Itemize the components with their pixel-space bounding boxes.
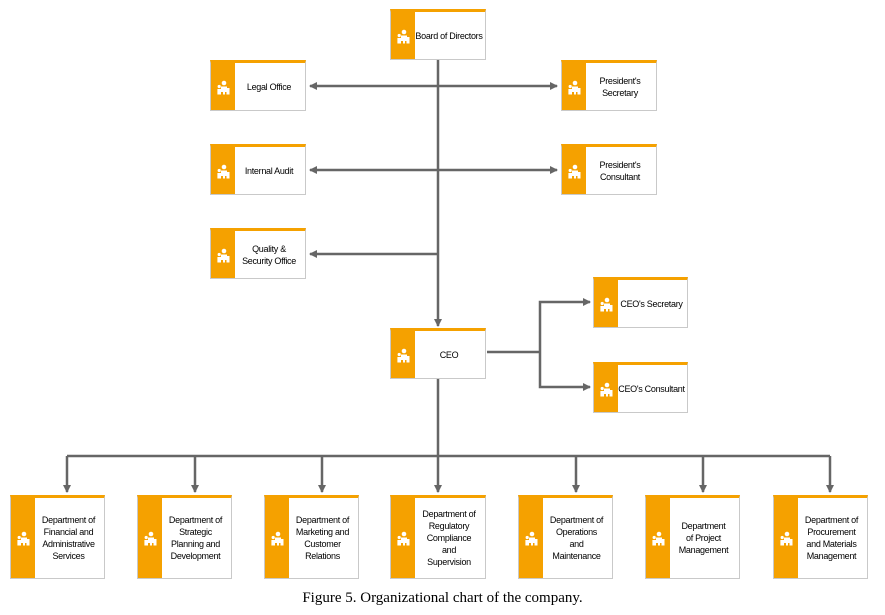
node-label: President's Consultant bbox=[599, 159, 641, 182]
figure-caption: Figure 5. Organizational chart of the co… bbox=[302, 590, 583, 606]
node-internal-audit[interactable]: Internal Audit bbox=[210, 144, 306, 195]
node-label: Board of Directors bbox=[415, 30, 483, 41]
node-dept-strategic-planning[interactable]: Department of Strategic Planning and Dev… bbox=[137, 495, 232, 579]
node-legal-office[interactable]: Legal Office bbox=[210, 60, 306, 111]
node-label: Department of Marketing and Customer Rel… bbox=[295, 515, 350, 561]
org-person-icon bbox=[774, 498, 798, 578]
node-label: Quality & Security Office bbox=[242, 243, 296, 266]
org-person-icon bbox=[562, 63, 586, 110]
node-label: CEO's Secretary bbox=[620, 298, 683, 309]
node-dept-project-management[interactable]: Department of Project Management bbox=[645, 495, 740, 579]
node-label: Department of Strategic Planning and Dev… bbox=[168, 515, 223, 561]
node-dept-operations[interactable]: Department of Operations and Maintenance bbox=[518, 495, 613, 579]
node-label: CEO's Consultant bbox=[618, 383, 685, 394]
org-person-icon bbox=[391, 498, 415, 578]
node-dept-marketing[interactable]: Department of Marketing and Customer Rel… bbox=[264, 495, 359, 579]
node-label: Internal Audit bbox=[244, 165, 294, 176]
node-dept-regulatory[interactable]: Department of Regulatory Compliance and … bbox=[390, 495, 486, 579]
node-label: Department of Regulatory Compliance and … bbox=[422, 509, 476, 567]
node-label: Department of Project Management bbox=[678, 521, 729, 555]
ceo-consultant-arrow bbox=[538, 352, 591, 391]
node-board-of-directors[interactable]: Board of Directors bbox=[390, 9, 486, 60]
node-presidents-consultant[interactable]: President's Consultant bbox=[561, 144, 657, 195]
node-ceos-secretary[interactable]: CEO's Secretary bbox=[593, 277, 688, 328]
node-label: Department of Financial and Administrati… bbox=[41, 515, 96, 561]
org-person-icon bbox=[211, 147, 235, 194]
org-person-icon bbox=[265, 498, 289, 578]
org-person-icon bbox=[391, 331, 415, 378]
org-person-icon bbox=[211, 63, 235, 110]
node-ceos-consultant[interactable]: CEO's Consultant bbox=[593, 362, 688, 413]
node-label: President's Secretary bbox=[599, 75, 641, 98]
org-person-icon bbox=[11, 498, 35, 578]
org-person-icon bbox=[519, 498, 543, 578]
node-label: Department of Procurement and Materials … bbox=[804, 515, 859, 561]
org-person-icon bbox=[594, 365, 618, 412]
node-dept-financial-admin[interactable]: Department of Financial and Administrati… bbox=[10, 495, 105, 579]
node-ceo[interactable]: CEO bbox=[390, 328, 486, 379]
org-person-icon bbox=[391, 12, 415, 59]
org-person-icon bbox=[646, 498, 670, 578]
ceo-secretary-arrow bbox=[538, 298, 591, 352]
node-label: CEO bbox=[439, 349, 459, 360]
node-label: Department of Operations and Maintenance bbox=[549, 515, 604, 561]
org-person-icon bbox=[562, 147, 586, 194]
node-quality-security-office[interactable]: Quality & Security Office bbox=[210, 228, 306, 279]
org-person-icon bbox=[594, 280, 618, 327]
node-dept-procurement[interactable]: Department of Procurement and Materials … bbox=[773, 495, 868, 579]
org-person-icon bbox=[138, 498, 162, 578]
org-person-icon bbox=[211, 231, 235, 278]
node-label: Legal Office bbox=[246, 81, 292, 92]
node-presidents-secretary[interactable]: President's Secretary bbox=[561, 60, 657, 111]
